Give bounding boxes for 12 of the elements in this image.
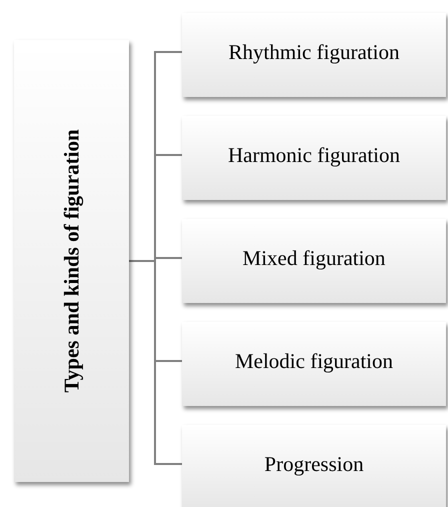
type-box: [182, 219, 446, 303]
category-box: [14, 40, 129, 482]
type-label: Mixed figuration: [242, 246, 386, 270]
type-box: [182, 425, 446, 507]
type-label: Harmonic figuration: [228, 142, 400, 168]
type-label: Melodic figuration: [234, 348, 394, 374]
type-label: Rhythmic figuration: [228, 40, 400, 64]
type-box: [182, 116, 446, 200]
type-box: [182, 322, 446, 406]
category-title: Types and kinds of figuration: [59, 129, 84, 393]
type-label: Progression: [264, 452, 364, 476]
type-box: [182, 13, 446, 97]
